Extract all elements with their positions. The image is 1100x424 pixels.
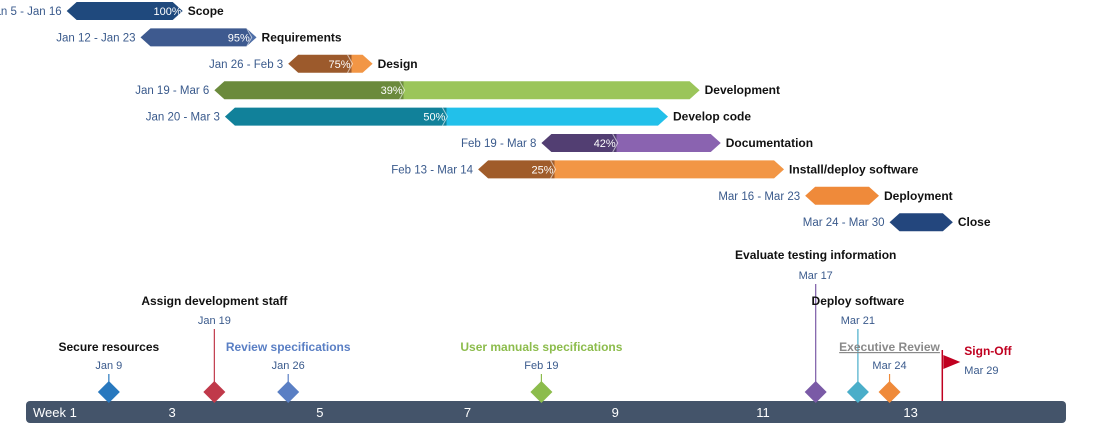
task-bar [214,81,700,100]
milestone-name: Review specifications [226,340,351,354]
week-label: 13 [903,405,917,420]
progress-divider [347,54,354,74]
week-label: Week 1 [33,405,77,420]
milestone-diamond [530,381,553,403]
task-dates: Jan 26 - Feb 3 [209,59,283,71]
task-dates: Feb 13 - Mar 14 [391,164,473,176]
task-dates: Mar 24 - Mar 30 [803,217,885,229]
task-percent: 100% [154,6,182,18]
milestone-name: Assign development staff [141,294,288,308]
milestone-diamond [846,381,869,403]
task-percent: 25% [532,164,554,176]
task-percent: 42% [594,138,616,150]
milestone-date: Mar 21 [841,315,875,327]
task-dates: Feb 19 - Mar 8 [461,138,536,150]
milestone-diamond [878,381,901,403]
task-name: Design [378,57,418,71]
milestone-name: Executive Review [839,340,940,354]
milestone-date: Mar 17 [799,270,833,282]
milestone-date: Mar 24 [872,360,906,372]
task-name: Develop code [673,110,751,124]
milestone-name: Deploy software [812,294,905,308]
week-label: 3 [169,405,176,420]
task-name: Scope [188,4,224,18]
task-dates: Jan 5 - Jan 16 [0,6,62,18]
milestone-date: Jan 19 [198,315,231,327]
milestone-date: Mar 29 [964,365,998,377]
task-name: Deployment [884,189,953,203]
milestone-diamond [277,381,300,403]
milestone-date: Jan 9 [95,360,122,372]
task-dates: Jan 20 - Mar 3 [146,112,220,124]
task-bar [140,28,257,47]
task-name: Close [958,215,991,229]
task-bar [889,213,953,232]
progress-divider [442,107,449,126]
task-dates: Jan 19 - Mar 6 [135,85,209,97]
milestone-flag [943,355,961,369]
progress-divider [399,80,406,100]
milestone-name: Sign-Off [964,344,1012,358]
task-dates: Jan 12 - Jan 23 [56,32,135,44]
task-bar [541,134,721,152]
task-bar [805,186,879,205]
progress-divider [612,133,619,153]
task-name: Install/deploy software [789,162,919,176]
task-name: Documentation [726,136,813,150]
week-label: 5 [316,405,323,420]
task-bar [288,54,373,73]
week-label: 9 [612,405,619,420]
task-percent: 75% [328,59,350,71]
task-name: Requirements [262,30,342,44]
milestone-name: Secure resources [58,340,159,354]
week-label: 11 [756,405,770,420]
milestone-diamond [97,381,120,403]
milestone-name: User manuals specifications [460,340,622,354]
milestone-diamond [804,381,827,403]
progress-divider [550,160,557,179]
task-percent: 50% [423,112,445,124]
milestone-diamond [203,381,226,403]
task-dates: Mar 16 - Mar 23 [718,191,800,203]
milestone-name: Evaluate testing information [735,248,896,262]
milestone-date: Jan 26 [272,360,305,372]
task-bar [66,2,183,20]
task-bar [224,107,668,126]
task-percent: 39% [381,85,403,97]
task-bar [478,160,785,179]
task-percent: 95% [228,32,250,44]
progress-divider [246,28,253,47]
task-name: Development [705,83,780,97]
timescale-bar [26,401,1066,423]
week-label: 7 [464,405,471,420]
milestone-date: Feb 19 [524,360,558,372]
